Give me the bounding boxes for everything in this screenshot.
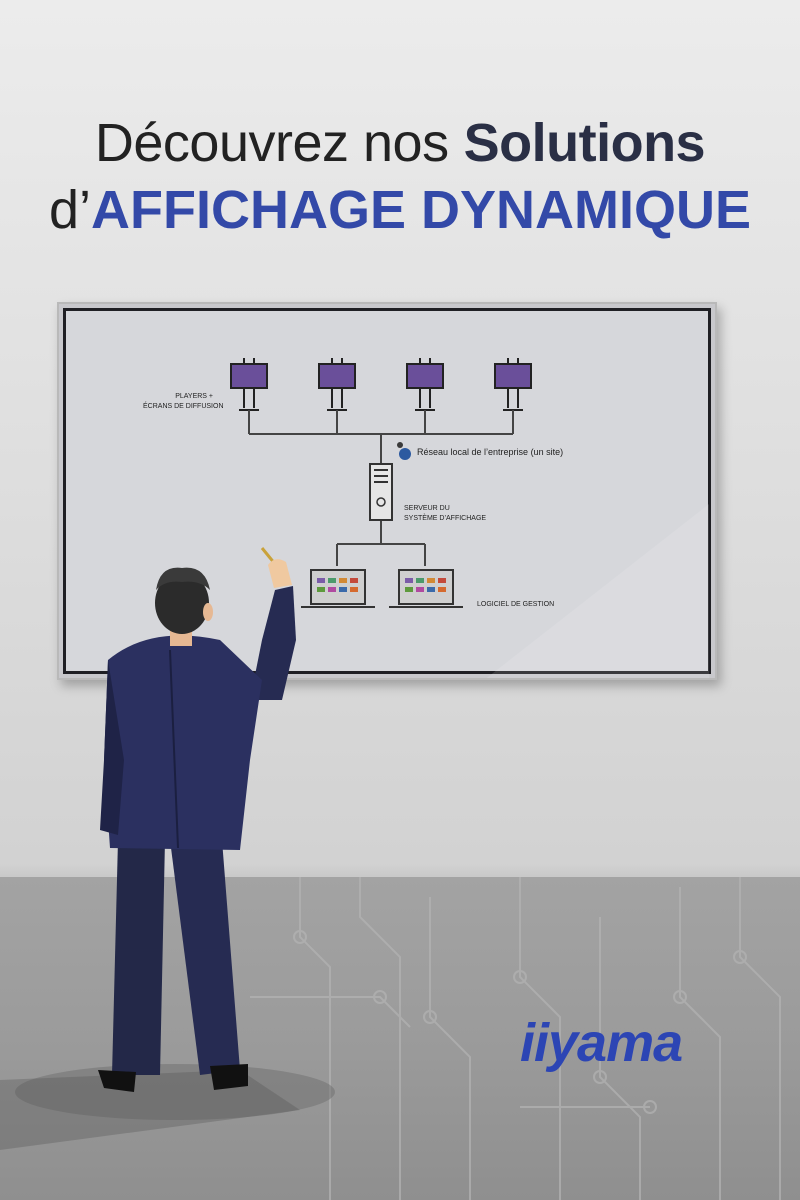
laptop-icon <box>389 569 463 608</box>
globe-icon <box>397 442 411 460</box>
server-label-line-1: SERVEUR DU <box>404 505 450 512</box>
laptop-icon <box>301 569 375 608</box>
server-label-line-2: SYSTÈME D’AFFICHAGE <box>404 515 487 522</box>
circuit-pattern <box>15 877 781 1200</box>
players-label-line-1: PLAYERS + <box>175 393 213 400</box>
players-label: PLAYERS + <box>155 392 215 401</box>
headline: Découvrez nos Solutions d’AFFICHAGE DYNA… <box>0 112 800 242</box>
headline-line-1: Découvrez nos Solutions <box>0 112 800 174</box>
headline-solutions: Solutions <box>463 113 706 173</box>
display-screen-icon <box>494 358 532 411</box>
display-screens <box>230 358 532 411</box>
headline-intro: Découvrez nos <box>94 113 449 173</box>
network-label: Réseau local de l’entreprise (un site) <box>417 447 564 457</box>
display-screen-icon <box>230 358 268 411</box>
headline-prefix: d’ <box>48 180 92 240</box>
display-screen-icon <box>406 358 444 411</box>
screens-label: ÉCRANS DE DIFFUSION <box>143 403 224 410</box>
network-diagram <box>230 358 709 678</box>
software-label: LOGICIEL DE GESTION <box>477 601 555 608</box>
iiyama-logo: iiyama <box>520 1013 683 1073</box>
headline-line-2: d’AFFICHAGE DYNAMIQUE <box>0 178 800 242</box>
headline-accent: AFFICHAGE DYNAMIQUE <box>91 180 752 240</box>
server-icon <box>369 463 393 521</box>
display-screen-icon <box>318 358 356 411</box>
